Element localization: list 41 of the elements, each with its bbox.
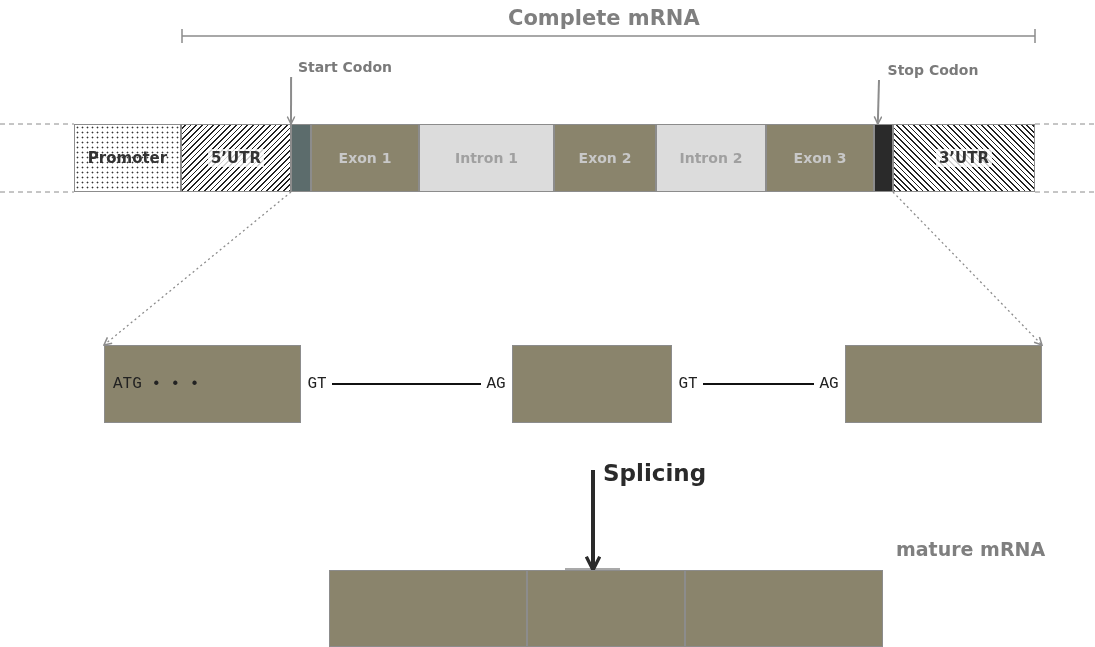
exon-box <box>527 570 685 647</box>
splice-site-label: GT <box>307 375 327 393</box>
exon-box <box>512 345 672 423</box>
arrow <box>103 191 292 346</box>
codon-label: Start Codon <box>297 59 393 75</box>
segment-label: Exon 3 <box>793 150 847 166</box>
edge-label: Splicing <box>603 460 707 486</box>
segment-label: ATG • • • <box>113 375 200 393</box>
intron-segment <box>656 124 766 192</box>
splice-site-label: GT <box>678 375 698 393</box>
splice-site-label: AG <box>819 375 839 393</box>
connector-line <box>702 383 815 385</box>
exon-segment <box>554 124 656 192</box>
exon-box <box>685 570 883 647</box>
utr-segment <box>181 124 291 192</box>
arrow <box>873 79 883 125</box>
segment-label: 3’UTR <box>935 149 993 167</box>
segment-label: Intron 2 <box>679 150 743 166</box>
exon-segment <box>311 124 419 192</box>
arrow <box>286 76 296 125</box>
segment-label: Exon 2 <box>578 150 632 166</box>
exon-box <box>104 345 301 423</box>
connector-line <box>331 383 482 385</box>
codon-label: Stop Codon <box>887 62 979 78</box>
segment-label: Exon 1 <box>338 150 392 166</box>
section-label: mature mRNA <box>896 538 1046 560</box>
intron-segment <box>419 124 554 192</box>
segment-label: 5’UTR <box>207 149 265 167</box>
segment-label: Intron 1 <box>455 150 518 166</box>
utr-segment <box>893 124 1035 192</box>
exon-segment <box>766 124 874 192</box>
dimension-label: Complete mRNA <box>508 6 700 30</box>
exon-box <box>845 345 1042 423</box>
arrow <box>892 191 1043 346</box>
stop-codon-segment <box>874 124 893 192</box>
splice-site-label: AG <box>486 375 506 393</box>
segment-label: Promoter <box>87 149 168 167</box>
promoter-segment <box>74 124 181 192</box>
start-codon-segment <box>291 124 311 192</box>
arrow <box>584 470 602 572</box>
exon-box <box>329 570 527 647</box>
